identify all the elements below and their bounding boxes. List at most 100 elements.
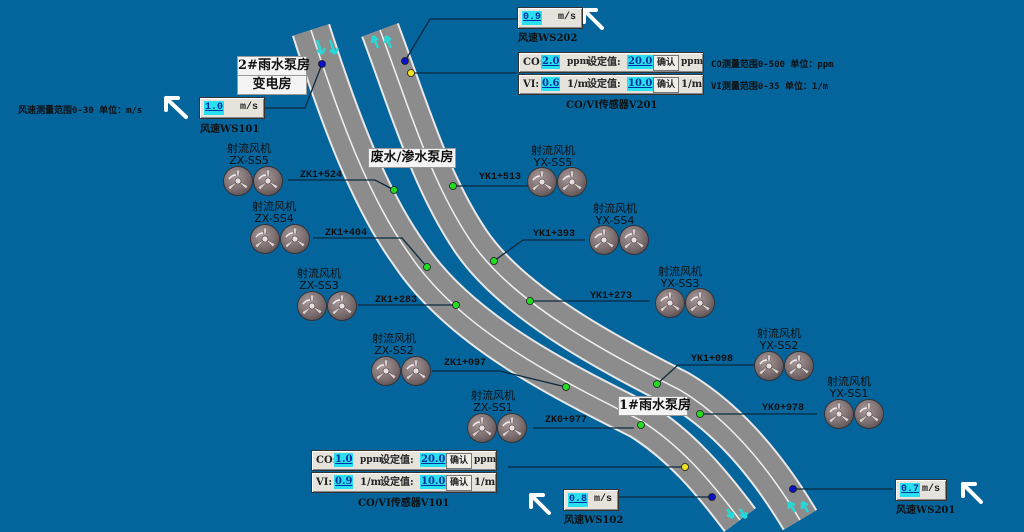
- jet-fan-icon[interactable]: [254, 167, 282, 195]
- co-label: CO:: [523, 57, 544, 68]
- co-value: 2.0: [541, 55, 561, 69]
- fan-marker[interactable]: [423, 263, 431, 271]
- jet-fan-icon[interactable]: [468, 414, 496, 442]
- wind-sensor-marker[interactable]: [789, 485, 797, 493]
- fan-marker[interactable]: [490, 257, 498, 265]
- vi-label: VI:: [316, 477, 333, 488]
- wind-direction-arrow-icon: [582, 8, 604, 30]
- fan-title: 射流风机: [471, 389, 515, 402]
- station-label: YK1+273: [590, 291, 633, 302]
- fan-id: ZX-SS3: [299, 279, 339, 292]
- vi-confirm-button[interactable]: 确认: [653, 77, 680, 93]
- jet-fan-icon[interactable]: [755, 352, 783, 380]
- fan-marker[interactable]: [390, 186, 398, 194]
- station-label: YK1+098: [691, 354, 734, 365]
- station-label: ZK0+977: [545, 415, 588, 426]
- wind-unit: m/s: [921, 484, 940, 495]
- fan-title: 射流风机: [372, 332, 416, 345]
- wind-sensor-marker[interactable]: [318, 60, 326, 68]
- co-setpoint-input[interactable]: 20.0: [420, 453, 447, 467]
- fan-marker[interactable]: [452, 301, 460, 309]
- room-substation[interactable]: 变电房: [237, 75, 307, 95]
- room-waste-pump[interactable]: 废水/渗水泵房: [368, 148, 456, 168]
- co-value: 1.0: [334, 453, 354, 467]
- wind-value: 1.0: [204, 101, 225, 115]
- right-tunnel-road: [361, 22, 818, 531]
- fan-id: YX-SS2: [759, 339, 799, 352]
- vi-row: VI: 0.6 1/m 设定值: 10.0 确认 1/m: [518, 74, 704, 95]
- fan-id: ZX-SS2: [374, 344, 414, 357]
- direction-arrow-icon: [725, 508, 735, 520]
- wind-sensor-ws101[interactable]: 1.0 m/s: [199, 97, 265, 119]
- jet-fan-icon[interactable]: [281, 225, 309, 253]
- covi-caption: CO/VI传感器V201: [566, 100, 658, 111]
- wind-sensor-marker[interactable]: [401, 57, 409, 65]
- fan-id: YX-SS5: [533, 156, 573, 169]
- jet-fan-icon[interactable]: [656, 289, 684, 317]
- vi-confirm-button[interactable]: 确认: [446, 475, 473, 491]
- wind-caption: 风速WS101: [200, 124, 260, 135]
- jet-fan-icon[interactable]: [855, 400, 883, 428]
- jet-fan-icon[interactable]: [686, 289, 714, 317]
- station-label: ZK1+524: [300, 170, 343, 181]
- room-rain-pump-1[interactable]: 1#雨水泵房: [618, 396, 691, 416]
- direction-arrow-icon: [787, 500, 797, 513]
- wind-sensor-marker[interactable]: [708, 493, 716, 501]
- fan-marker[interactable]: [526, 297, 534, 305]
- wind-sensor-ws102[interactable]: 0.8 m/s: [563, 489, 619, 511]
- vi-label: VI:: [523, 79, 540, 90]
- fan-marker[interactable]: [696, 410, 704, 418]
- co-unit: ppm: [567, 57, 590, 67]
- jet-fan-icon[interactable]: [528, 168, 556, 196]
- station-label: ZK1+404: [325, 228, 368, 239]
- co-setpoint-input[interactable]: 20.0: [627, 55, 654, 69]
- wind-direction-arrow-icon: [164, 96, 188, 119]
- jet-fan-icon[interactable]: [328, 292, 356, 320]
- wind-sensor-ws201[interactable]: 0.7 m/s: [895, 479, 947, 501]
- fan-marker[interactable]: [637, 421, 645, 429]
- vi-setpoint-input[interactable]: 10.0: [627, 77, 654, 91]
- wind-sensor-ws202[interactable]: 0.9 m/s: [517, 7, 583, 29]
- station-label: ZK1+097: [444, 358, 487, 369]
- jet-fan-icon[interactable]: [785, 352, 813, 380]
- co-setpoint-label: 设定值:: [380, 455, 414, 466]
- fan-marker[interactable]: [653, 380, 661, 388]
- wind-caption: 风速WS202: [518, 33, 578, 44]
- co-confirm-button[interactable]: 确认: [446, 453, 473, 469]
- wind-direction-arrow-icon: [961, 482, 983, 504]
- fan-title: 射流风机: [227, 142, 271, 155]
- co-row: CO: 2.0 ppm 设定值: 20.0 确认 ppm: [518, 52, 704, 73]
- jet-fan-icon[interactable]: [251, 225, 279, 253]
- vi-set-unit: 1/m: [474, 477, 496, 488]
- covi-sensor-marker[interactable]: [681, 463, 689, 471]
- jet-fan-icon[interactable]: [498, 414, 526, 442]
- co-confirm-button[interactable]: 确认: [653, 55, 680, 71]
- wind-value: 0.9: [522, 11, 543, 25]
- direction-arrow-icon: [370, 35, 380, 49]
- co-set-unit: ppm: [681, 57, 704, 67]
- jet-fan-icon[interactable]: [402, 357, 430, 385]
- vi-setpoint-input[interactable]: 10.0: [420, 475, 447, 489]
- fan-marker[interactable]: [562, 383, 570, 391]
- station-label: ZK1+283: [375, 295, 418, 306]
- wind-unit: m/s: [593, 494, 612, 505]
- covi-sensor-marker[interactable]: [407, 69, 415, 77]
- fan-id: YX-SS4: [595, 214, 635, 227]
- jet-fan-icon[interactable]: [620, 226, 648, 254]
- co-set-unit: ppm: [474, 455, 497, 465]
- jet-fan-icon[interactable]: [298, 292, 326, 320]
- covi-caption: CO/VI传感器V101: [358, 498, 450, 509]
- jet-fan-icon[interactable]: [558, 168, 586, 196]
- jet-fan-icon[interactable]: [372, 357, 400, 385]
- jet-fan-icon[interactable]: [825, 400, 853, 428]
- room-rain-pump-2[interactable]: 2#雨水泵房: [237, 56, 310, 76]
- fan-marker[interactable]: [449, 182, 457, 190]
- jet-fan-icon[interactable]: [590, 226, 618, 254]
- jet-fan-icon[interactable]: [224, 167, 252, 195]
- co-setpoint-label: 设定值:: [587, 57, 621, 68]
